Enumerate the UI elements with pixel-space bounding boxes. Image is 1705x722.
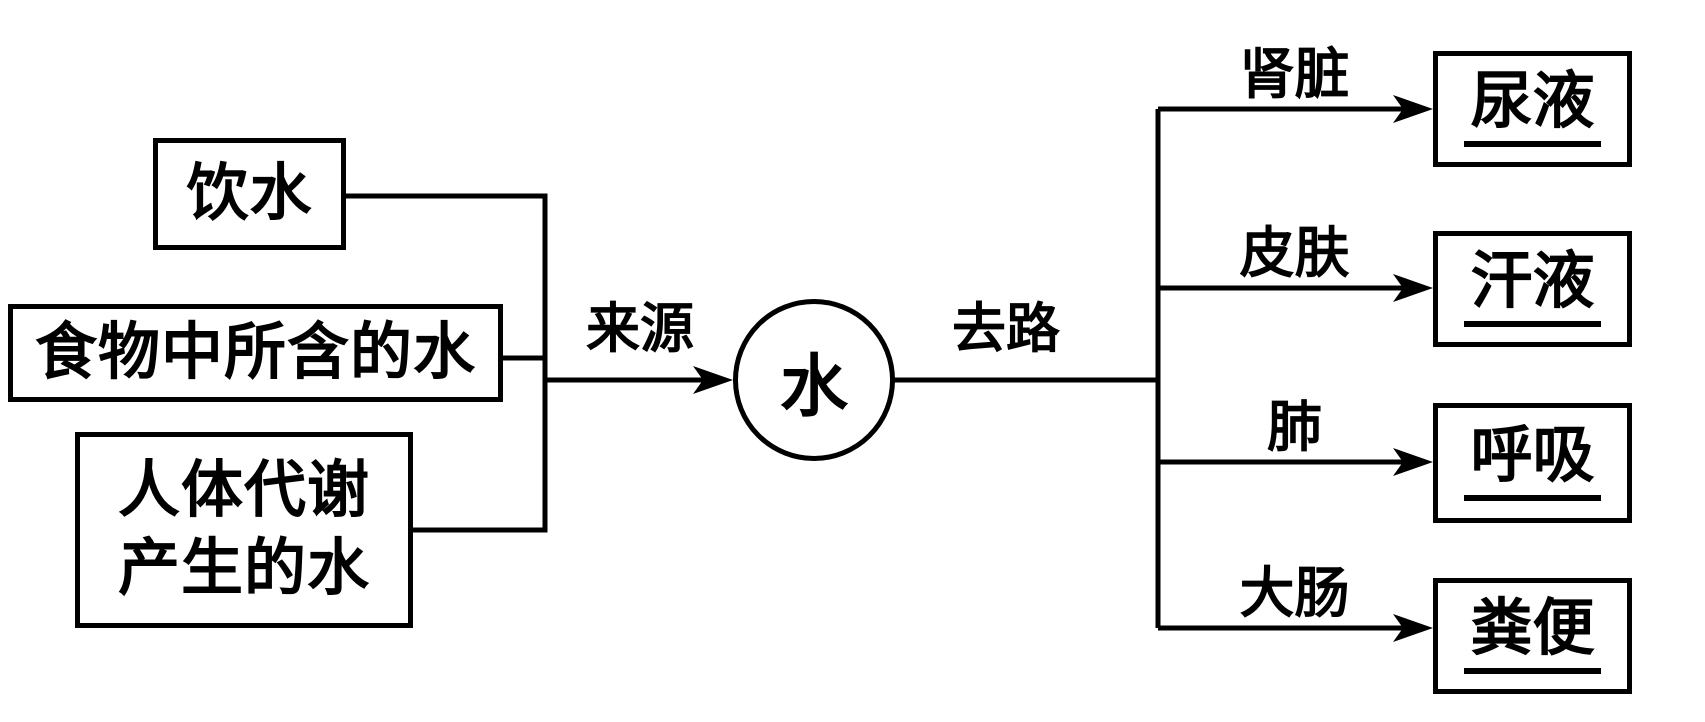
organ-label-kidney: 肾脏 (1239, 44, 1350, 105)
lung-arrowhead-icon (1393, 448, 1433, 476)
output-box-feces-label: 粪便 (1464, 598, 1601, 674)
kidney-arrowhead-icon (1393, 95, 1433, 123)
output-box-breath-label: 呼吸 (1464, 425, 1601, 501)
output-box-sweat: 汗液 (1433, 231, 1632, 347)
intestine-arrowhead-icon (1393, 614, 1433, 642)
exit-path-label: 去路 (952, 299, 1060, 359)
source-box-metabolic-water: 人体代谢 产生的水 (75, 432, 413, 628)
water-circle-node: 水 (733, 299, 895, 461)
output-box-urine-label: 尿液 (1464, 71, 1601, 147)
skin-arrowhead-icon (1393, 274, 1433, 302)
output-box-breath: 呼吸 (1433, 403, 1632, 523)
source-path-label: 来源 (586, 299, 694, 359)
organ-label-large-intestine: 大肠 (1239, 563, 1350, 624)
organ-label-lung: 肺 (1266, 397, 1322, 458)
source-box-water-in-food: 食物中所含的水 (8, 304, 503, 402)
source-box-water-in-food-label: 食物中所含的水 (34, 318, 476, 387)
water-circle-label: 水 (779, 348, 848, 425)
organ-label-skin: 皮肤 (1239, 223, 1350, 284)
source-collector-line (346, 193, 548, 533)
output-box-sweat-label: 汗液 (1464, 251, 1601, 327)
source-box-drinking-water-label: 饮水 (186, 159, 313, 228)
source-box-drinking-water: 饮水 (153, 138, 346, 250)
source-arrowhead-icon (693, 366, 733, 394)
source-box-metabolic-water-label: 人体代谢 产生的水 (117, 456, 370, 603)
output-box-feces: 粪便 (1433, 578, 1632, 694)
output-box-urine: 尿液 (1433, 51, 1632, 167)
